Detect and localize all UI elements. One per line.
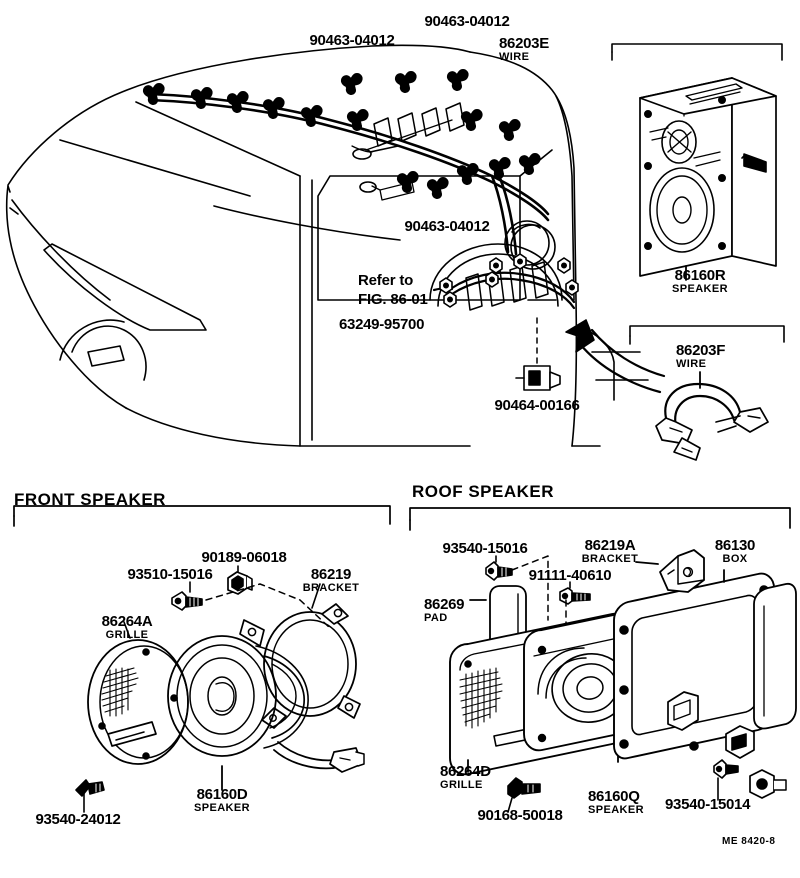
callout-roof-speaker-86160q: 86160Q SPEAKER <box>588 789 644 816</box>
callout-roof-bolt-91111: 91111-40610 <box>529 568 612 583</box>
callout-front-screw-93510: 93510-15016 <box>127 567 212 582</box>
part-number: 86264A <box>101 613 153 630</box>
callout-van-wire-86203e: 86203E WIRE <box>499 36 549 63</box>
part-number: 90464-00166 <box>494 397 580 414</box>
part-number: 90189-06018 <box>201 549 287 566</box>
callout-front-bracket-86219: 86219 BRACKET <box>303 567 360 594</box>
part-number: 86203F <box>676 342 726 359</box>
reference-note-line1: Refer to <box>358 272 414 289</box>
part-number: 93540-15014 <box>665 796 751 813</box>
part-description: SPEAKER <box>194 802 250 814</box>
part-number: 86264D <box>440 763 491 780</box>
part-number: 86203E <box>499 35 549 52</box>
callout-roof-pad-86269: 86269 PAD <box>424 596 465 624</box>
reference-note: Refer to FIG. 86-01 <box>358 272 428 310</box>
callout-van-clip-mid: 90463-04012 <box>404 219 489 234</box>
callout-wire-86203f: 86203F WIRE <box>676 343 725 370</box>
callout-front-speaker-86160d: 86160D SPEAKER <box>194 787 250 814</box>
part-number: 90463-04012 <box>309 32 395 49</box>
callout-speaker-86160r: 86160R SPEAKER <box>672 268 728 295</box>
part-number: 93540-24012 <box>35 811 121 828</box>
part-description: WIRE <box>676 358 707 370</box>
callout-roof-screw-93540-15014: 93540-15014 <box>665 797 750 812</box>
part-number: 86130 <box>714 537 756 554</box>
part-description: WIRE <box>499 51 530 63</box>
part-description: SPEAKER <box>588 804 644 816</box>
callout-van-cover-63249: 63249-95700 <box>339 317 424 332</box>
part-number: 93510-15016 <box>127 566 213 583</box>
part-number: 91111-40610 <box>528 567 612 584</box>
part-number: 90168-50018 <box>477 807 563 824</box>
part-number: 63249-95700 <box>339 316 425 333</box>
section-title-front-speaker: FRONT SPEAKER <box>14 490 166 509</box>
callout-front-clip-93540: 93540-24012 <box>35 812 120 827</box>
callout-front-grille-86264a: 86264A GRILLE <box>102 614 153 641</box>
callout-roof-bracket-86219a: 86219A BRACKET <box>582 538 639 565</box>
part-description: SPEAKER <box>672 283 728 295</box>
part-description: BRACKET <box>302 582 360 594</box>
callout-roof-screw-90168: 90168-50018 <box>477 808 562 823</box>
part-number: 90463-04012 <box>424 13 510 30</box>
part-description: PAD <box>424 612 448 624</box>
part-description: BRACKET <box>581 553 639 565</box>
part-number: 90463-04012 <box>404 218 490 235</box>
callout-roof-screw-93540-15016: 93540-15016 <box>442 541 527 556</box>
part-number: 86219 <box>310 566 352 583</box>
callout-van-clamp-90464: 90464-00166 <box>494 398 579 413</box>
part-description: GRILLE <box>105 629 149 641</box>
callout-roof-grille-86264d: 86264D GRILLE <box>440 764 491 791</box>
callout-van-clip-top: 90463-04012 <box>424 14 509 29</box>
part-number: 93540-15016 <box>442 540 528 557</box>
callout-van-clip-left: 90463-04012 <box>309 33 394 48</box>
callout-roof-box-86130: 86130 BOX <box>714 537 756 565</box>
callout-front-nut-90189: 90189-06018 <box>201 550 286 565</box>
part-number: 86269 <box>424 596 465 613</box>
part-number: 86160Q <box>588 788 640 805</box>
part-description: GRILLE <box>440 779 483 791</box>
part-description: BOX <box>722 553 748 565</box>
section-title-roof-speaker: ROOF SPEAKER <box>412 482 555 501</box>
part-number: 86219A <box>584 537 636 554</box>
sheet-code: ME 8420-8 <box>722 836 776 847</box>
part-number: 86160D <box>196 786 248 803</box>
reference-note-line2: FIG. 86-01 <box>358 290 428 308</box>
part-number: 86160R <box>674 267 726 284</box>
